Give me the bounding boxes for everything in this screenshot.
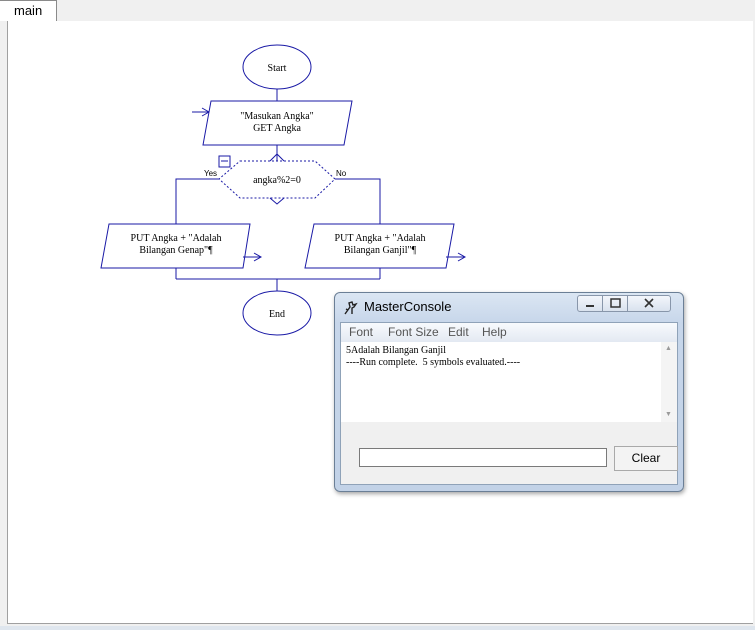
console-client-area: Font Font Size Edit Help 5Adalah Bilanga… <box>340 322 678 485</box>
yes-branch-line <box>175 178 219 224</box>
masterconsole-window[interactable]: MasterConsole Font Font Size Edit Help 5… <box>334 292 684 492</box>
input-label-line2: GET Angka <box>253 123 301 134</box>
minimize-icon <box>586 305 594 307</box>
scroll-up-icon[interactable]: ▲ <box>665 345 672 352</box>
output-odd-arrowhead <box>457 252 467 262</box>
console-menubar: Font Font Size Edit Help <box>341 323 677 343</box>
decision-top-notch <box>269 153 285 162</box>
output-even-line1: PUT Angka + "Adalah <box>131 233 222 244</box>
menu-help[interactable]: Help <box>482 325 507 339</box>
scroll-down-icon[interactable]: ▼ <box>665 411 672 418</box>
console-output[interactable]: 5Adalah Bilangan Ganjil ----Run complete… <box>341 342 661 422</box>
minimize-button[interactable] <box>577 295 603 312</box>
menu-font[interactable]: Font <box>349 325 374 339</box>
output-even-line2: Bilangan Genap"¶ <box>139 245 213 256</box>
output-odd-parallelogram[interactable] <box>304 223 455 269</box>
tab-main[interactable]: main <box>0 0 57 21</box>
menu-edit[interactable]: Edit <box>448 325 469 339</box>
start-label: Start <box>268 63 287 74</box>
yes-label: Yes <box>204 169 217 178</box>
output-odd-line1: PUT Angka + "Adalah <box>335 233 426 244</box>
decision-bottom-notch <box>269 197 285 205</box>
output-odd-line2: Bilangan Ganjil"¶ <box>344 245 417 256</box>
close-icon <box>644 298 654 308</box>
output-line: 5Adalah Bilangan Ganjil <box>346 345 446 356</box>
console-title: MasterConsole <box>364 299 452 314</box>
output-line: ----Run complete. 5 symbols evaluated.--… <box>346 357 521 368</box>
output-even-parallelogram[interactable] <box>100 223 251 269</box>
end-terminal[interactable] <box>242 290 312 336</box>
raptor-app-icon <box>344 301 358 315</box>
maximize-button[interactable] <box>602 295 628 312</box>
close-button[interactable] <box>627 295 671 312</box>
clear-button[interactable]: Clear <box>614 446 678 471</box>
menu-font-size[interactable]: Font Size <box>388 325 439 339</box>
window-bottom-edge <box>0 626 755 630</box>
output-even-arrowhead <box>253 252 263 262</box>
tab-bar: main <box>0 0 755 21</box>
input-parallelogram[interactable] <box>202 100 353 146</box>
no-branch-line <box>335 178 381 224</box>
output-scrollbar[interactable]: ▲ ▼ <box>661 342 677 422</box>
maximize-icon <box>610 298 621 308</box>
console-titlebar[interactable]: MasterConsole <box>335 293 683 323</box>
decision-label: angka%2=0 <box>253 175 301 186</box>
input-label-line1: "Masukan Angka" <box>240 111 313 122</box>
console-input[interactable] <box>359 448 607 467</box>
no-label: No <box>336 169 347 178</box>
end-label: End <box>269 309 285 320</box>
